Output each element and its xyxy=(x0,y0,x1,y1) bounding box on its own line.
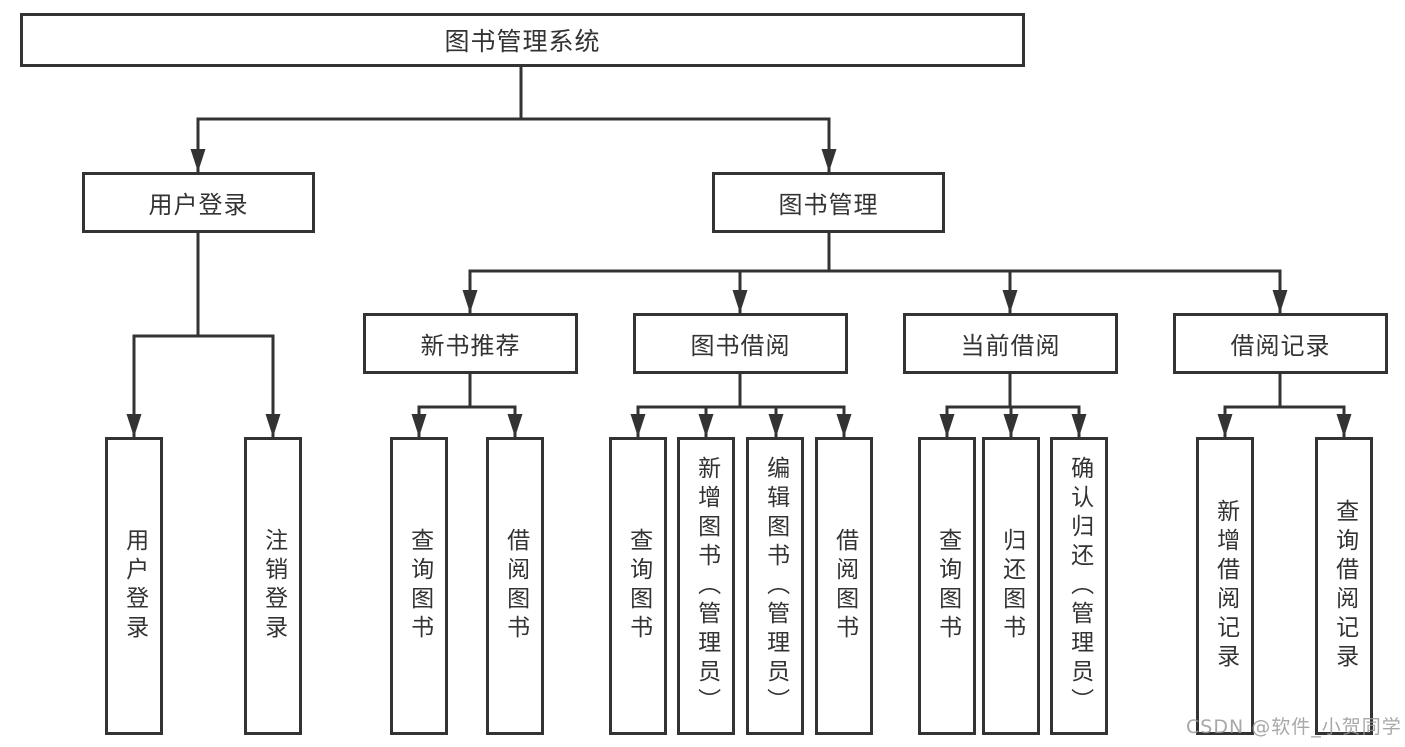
node-label: 当前借阅 xyxy=(960,332,1061,360)
node-label: 图书管理 xyxy=(778,191,879,219)
node-label: 借阅记录 xyxy=(1230,332,1331,360)
leaf-logout: 注销登录 xyxy=(244,437,302,735)
node-current-borrowing: 当前借阅 xyxy=(903,313,1118,374)
node-label: 用户登录 xyxy=(148,191,249,219)
node-label: 编辑图书（管理员） xyxy=(762,455,789,717)
csdn-watermark: CSDN @软件_小贺同学 xyxy=(1186,716,1402,738)
node-label: 查询图书 xyxy=(934,528,961,644)
node-label: 借阅图书 xyxy=(502,528,529,644)
node-label: 查询图书 xyxy=(625,528,652,644)
node-book-management: 图书管理 xyxy=(712,172,945,233)
node-label: 新增图书（管理员） xyxy=(693,455,720,717)
leaf-user-login: 用户登录 xyxy=(105,437,163,735)
leaf-borrow-books-recommend: 借阅图书 xyxy=(486,437,544,735)
node-new-book-recommendation: 新书推荐 xyxy=(363,313,578,374)
node-label: 注销登录 xyxy=(260,528,287,644)
arrowheads xyxy=(126,149,1352,437)
leaf-query-books-recommend: 查询图书 xyxy=(390,437,448,735)
leaf-add-book-admin: 新增图书（管理员） xyxy=(677,437,735,735)
leaf-return-book: 归还图书 xyxy=(982,437,1040,735)
node-label: 归还图书 xyxy=(998,528,1025,644)
node-user-login: 用户登录 xyxy=(82,172,315,233)
node-label: 图书借阅 xyxy=(690,332,791,360)
node-label: 新书推荐 xyxy=(420,332,521,360)
leaf-confirm-return-admin: 确认归还（管理员） xyxy=(1050,437,1108,735)
leaf-query-borrow-record: 查询借阅记录 xyxy=(1315,437,1373,735)
node-label: 新增借阅记录 xyxy=(1212,499,1239,673)
node-borrowing-records: 借阅记录 xyxy=(1173,313,1388,374)
node-label: 借阅图书 xyxy=(831,528,858,644)
node-label: 查询借阅记录 xyxy=(1331,499,1358,673)
node-book-borrowing: 图书借阅 xyxy=(633,313,848,374)
node-library-management-system: 图书管理系统 xyxy=(20,13,1025,67)
leaf-edit-book-admin: 编辑图书（管理员） xyxy=(746,437,804,735)
leaf-borrow-books: 借阅图书 xyxy=(815,437,873,735)
node-label: 确认归还（管理员） xyxy=(1066,455,1093,717)
leaf-query-books-current: 查询图书 xyxy=(918,437,976,735)
leaf-add-borrow-record: 新增借阅记录 xyxy=(1196,437,1254,735)
node-label: 查询图书 xyxy=(406,528,433,644)
node-label: 用户登录 xyxy=(121,528,148,644)
node-label: 图书管理系统 xyxy=(444,27,601,56)
leaf-query-books-borrow: 查询图书 xyxy=(609,437,667,735)
